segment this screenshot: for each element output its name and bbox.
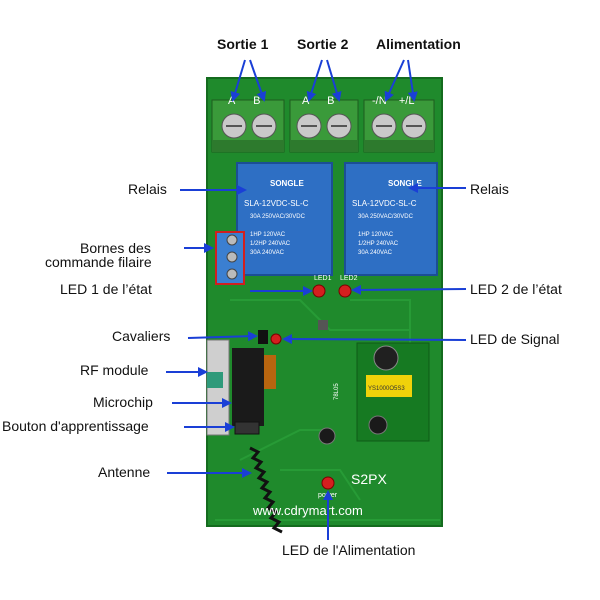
svg-text:SONGLE: SONGLE bbox=[270, 179, 304, 188]
label-bornes-line2: commande filaire bbox=[45, 254, 152, 270]
svg-text:30A 250VAC/30VDC: 30A 250VAC/30VDC bbox=[358, 214, 414, 220]
led-power bbox=[321, 476, 335, 490]
svg-text:1/2HP 240VAC: 1/2HP 240VAC bbox=[358, 241, 399, 247]
label-led-signal: LED de Signal bbox=[470, 331, 560, 347]
microchip bbox=[232, 348, 276, 426]
relay-left: SONGLE SLA-12VDC-SL-C 30A 250VAC/30VDC 1… bbox=[236, 162, 333, 276]
led1-status bbox=[312, 284, 326, 298]
label-sortie2: Sortie 2 bbox=[297, 36, 349, 52]
model-mark: S2PX bbox=[351, 471, 387, 487]
relay-right: SONGLE SLA-12VDC-SL-C 30A 250VAC/30VDC 1… bbox=[344, 162, 438, 276]
label-bouton: Bouton d'apprentissage bbox=[2, 418, 149, 434]
power-supply: YS1000O5S3 bbox=[356, 342, 430, 442]
label-alimentation: Alimentation bbox=[376, 36, 461, 52]
label-led2: LED 2 de l’état bbox=[470, 281, 562, 297]
led2-mark: LED2 bbox=[340, 275, 358, 282]
rf-module bbox=[206, 339, 230, 436]
svg-text:30A 250VAC/30VDC: 30A 250VAC/30VDC bbox=[250, 214, 306, 220]
website-mark: www.cdrymart.com bbox=[252, 503, 363, 518]
svg-text:1HP 120VAC: 1HP 120VAC bbox=[358, 232, 394, 238]
svg-text:30A 240VAC: 30A 240VAC bbox=[358, 250, 393, 256]
led-signal bbox=[270, 333, 282, 345]
label-microchip: Microchip bbox=[93, 394, 153, 410]
terminal-marks-1: A B bbox=[228, 95, 260, 107]
svg-text:1HP 120VAC: 1HP 120VAC bbox=[250, 232, 286, 238]
capacitors: 78L05 bbox=[318, 320, 340, 445]
label-bornes-line1: Bornes des bbox=[80, 240, 151, 256]
label-relais-left: Relais bbox=[128, 181, 167, 197]
svg-text:1/2HP 240VAC: 1/2HP 240VAC bbox=[250, 241, 291, 247]
terminal-marks-3: -/N +/L bbox=[372, 95, 415, 107]
svg-text:SLA-12VDC-SL-C: SLA-12VDC-SL-C bbox=[352, 199, 417, 208]
learn-button bbox=[234, 421, 260, 435]
arrows bbox=[166, 59, 467, 540]
led2-status bbox=[338, 284, 352, 298]
label-cavaliers: Cavaliers bbox=[112, 328, 171, 344]
terminal-block-output1 bbox=[211, 99, 285, 153]
svg-text:SLA-12VDC-SL-C: SLA-12VDC-SL-C bbox=[244, 199, 309, 208]
terminal-marks-2: A B bbox=[302, 95, 334, 107]
jumpers bbox=[258, 330, 268, 344]
wired-control-terminal bbox=[215, 231, 245, 285]
label-led1: LED 1 de l’état bbox=[60, 281, 152, 297]
svg-text:78L05: 78L05 bbox=[334, 383, 340, 400]
terminal-block-power bbox=[363, 99, 435, 153]
svg-text:30A 240VAC: 30A 240VAC bbox=[250, 250, 285, 256]
label-rf-module: RF module bbox=[80, 362, 149, 378]
antenna-coil bbox=[249, 446, 283, 534]
label-antenne: Antenne bbox=[98, 464, 151, 480]
label-relais-right: Relais bbox=[470, 181, 509, 197]
svg-text:YS1000O5S3: YS1000O5S3 bbox=[368, 386, 405, 392]
svg-text:SONGLE: SONGLE bbox=[388, 179, 422, 188]
led1-mark: LED1 bbox=[314, 275, 332, 282]
label-sortie1: Sortie 1 bbox=[217, 36, 269, 52]
label-led-alim: LED de l'Alimentation bbox=[282, 542, 416, 558]
pcb-board bbox=[206, 77, 443, 527]
terminal-block-output2 bbox=[289, 99, 359, 153]
